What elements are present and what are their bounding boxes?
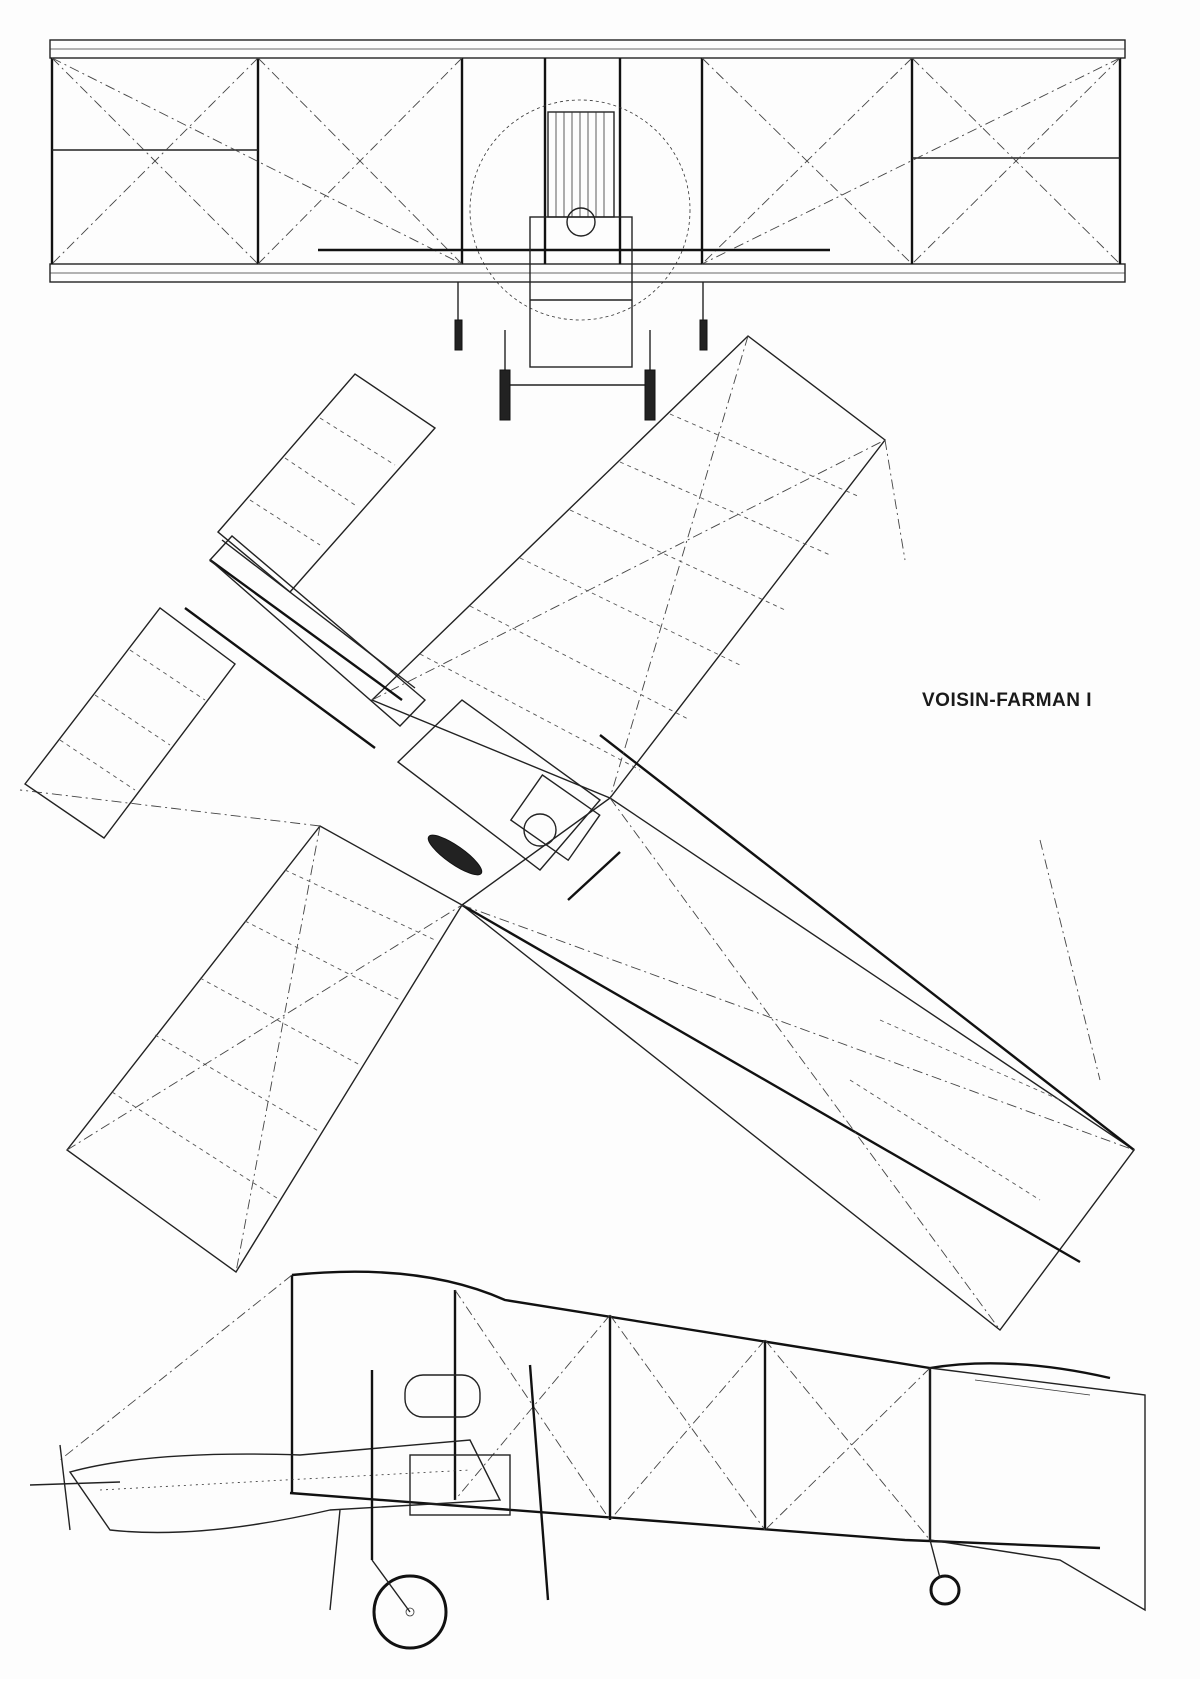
tail-boom-lower: [184, 607, 376, 749]
front-undercarriage: [454, 282, 708, 421]
interplane-struts: [50, 58, 1122, 264]
engine-plan: [509, 774, 601, 862]
side-curtain: [929, 1367, 1146, 1612]
tailplane-lower: [23, 607, 236, 839]
drawing-title: VOISIN-FARMAN I: [922, 690, 1093, 711]
front-view: [49, 39, 1126, 421]
upper-wing-side: [291, 1270, 1111, 1380]
propeller-plan: [567, 851, 621, 901]
front-elevator-side: [29, 1444, 121, 1531]
propeller-side: [528, 1364, 550, 1601]
main-wing-center: [460, 797, 1136, 1331]
plan-view: [19, 335, 1136, 1331]
main-wheel: [372, 1574, 448, 1650]
wing-ribs: [111, 413, 1061, 1201]
nacelle-plan: [396, 699, 602, 871]
bracing-wires: [51, 57, 1121, 265]
tailplane-upper: [217, 373, 437, 593]
nacelle-side: [68, 1439, 502, 1534]
tail-box: [208, 535, 427, 727]
side-struts: [290, 1275, 932, 1540]
tail-boom-upper: [209, 559, 403, 701]
main-wing-right: [370, 335, 886, 799]
side-view: [29, 1270, 1146, 1650]
engine-side: [409, 1454, 511, 1516]
fuel-tank: [404, 1374, 481, 1418]
main-wing-left: [66, 825, 463, 1274]
tail-wheel: [929, 1574, 961, 1606]
lower-wing-side: [289, 1491, 1101, 1550]
